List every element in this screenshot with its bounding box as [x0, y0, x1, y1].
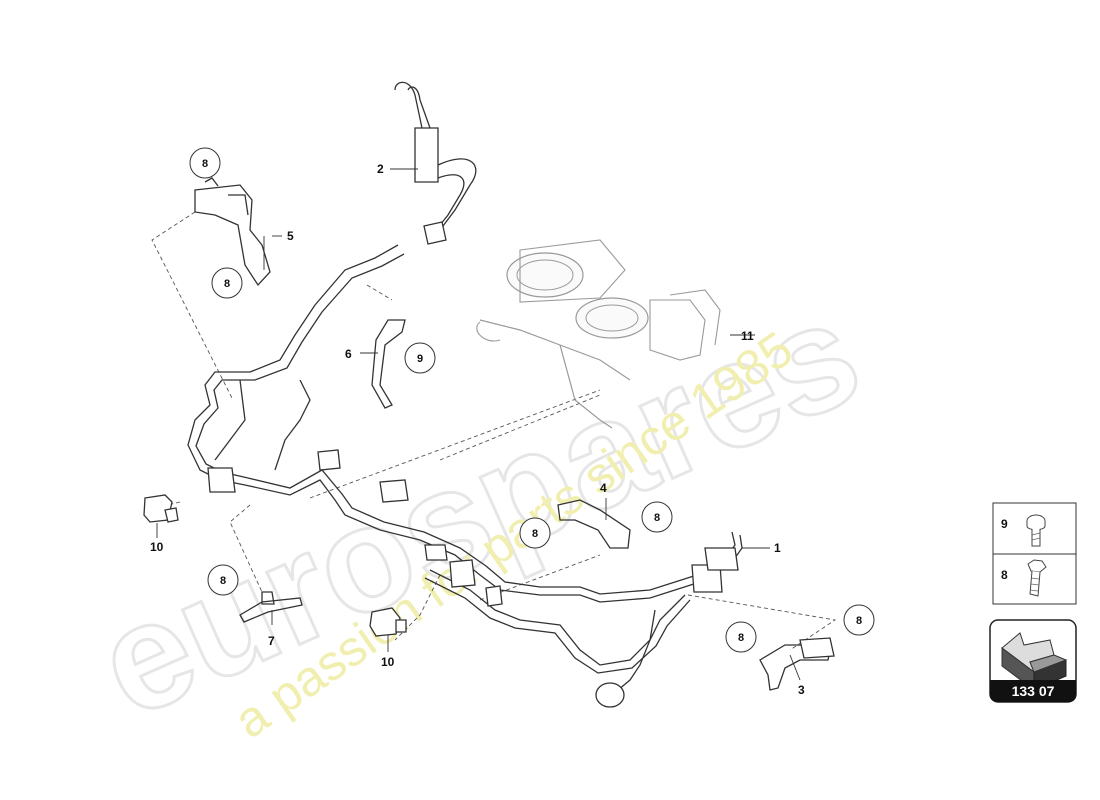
bubble-9: 9 — [404, 342, 436, 374]
svg-text:9: 9 — [417, 353, 423, 365]
svg-text:8: 8 — [654, 512, 660, 524]
bubble-8-bracket-4-right: 8 — [641, 501, 673, 533]
callout-5: 5 — [287, 229, 294, 243]
fastener-legend: 9 8 — [992, 502, 1077, 605]
bubble-8-valve-right: 8 — [843, 604, 875, 636]
part-10-sensor-left — [143, 494, 179, 523]
torx-bolt-icon — [1026, 514, 1046, 547]
bubbles: 8 8 9 8 8 8 8 8 — [189, 147, 875, 653]
part-5-bracket — [194, 177, 271, 287]
svg-text:8: 8 — [738, 632, 744, 644]
callout-1: 1 — [774, 541, 781, 555]
svg-text:8: 8 — [220, 575, 226, 587]
bubble-8-bracket-7: 8 — [207, 564, 239, 596]
reference-code: 133 07 — [1012, 683, 1055, 699]
part-3-valve-bracket — [759, 637, 835, 691]
bubble-8-bracket-4-left: 8 — [519, 517, 551, 549]
legend-label-8: 8 — [1001, 568, 1008, 582]
part-2-vent-hose — [394, 81, 477, 245]
part-1-hose-assembly — [187, 244, 743, 708]
part-7-bracket — [239, 591, 303, 623]
callout-3: 3 — [798, 683, 805, 697]
callout-10-left: 10 — [150, 540, 164, 554]
callout-6: 6 — [345, 347, 352, 361]
svg-text:8: 8 — [856, 615, 862, 627]
callout-2: 2 — [377, 162, 384, 176]
svg-text:8: 8 — [532, 528, 538, 540]
part-11-intake-housing — [476, 239, 721, 429]
leader-lines — [156, 168, 801, 681]
bubble-8-valve-left: 8 — [725, 621, 757, 653]
callouts: 1 2 3 4 5 6 7 10 10 11 — [150, 162, 805, 697]
callout-11: 11 — [741, 329, 754, 343]
legend-label-9: 9 — [1001, 517, 1008, 531]
callout-10-bottom: 10 — [381, 655, 395, 669]
watermark: eurospares a passion for parts since 198… — [73, 265, 883, 750]
svg-text:8: 8 — [224, 278, 230, 290]
part-6-bracket — [371, 319, 406, 409]
hex-bolt-icon — [1027, 559, 1047, 597]
part-10-sensor-bottom — [369, 607, 407, 637]
bubble-8-top-bracket: 8 — [189, 147, 221, 179]
bubble-8-lower-bracket: 8 — [211, 267, 243, 299]
svg-text:8: 8 — [202, 158, 208, 170]
part-4-bracket — [557, 499, 631, 549]
reference-badge: 133 07 — [989, 619, 1077, 703]
callout-7: 7 — [268, 634, 275, 648]
callout-4: 4 — [600, 481, 607, 495]
